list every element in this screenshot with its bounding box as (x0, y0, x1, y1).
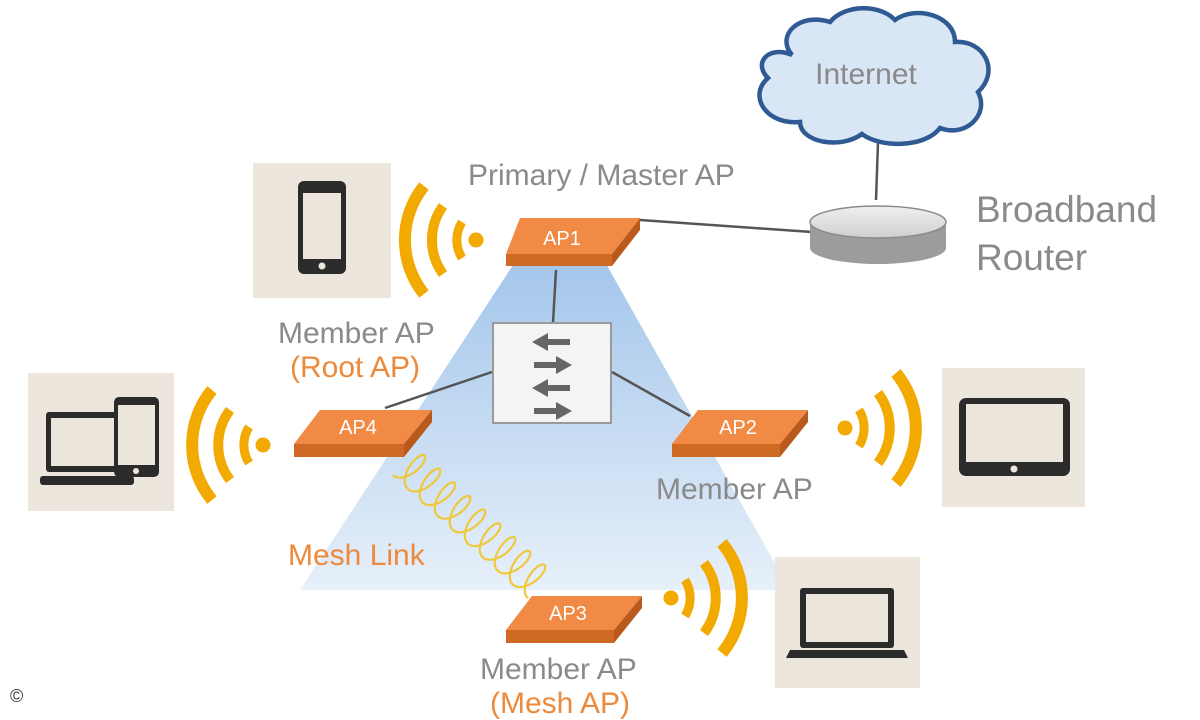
ap3-device: AP3 (506, 596, 642, 643)
internet-label: Internet (815, 58, 917, 91)
tablet-icon (959, 398, 1070, 476)
tablet-device (942, 368, 1085, 507)
ap1-label: AP1 (543, 228, 581, 250)
mesh-member-label: Member AP (480, 653, 637, 686)
mesh-role-label: (Mesh AP) (490, 687, 631, 720)
laptop-icon (786, 588, 908, 658)
laptop-device (775, 557, 920, 688)
root-member-label: Member AP (278, 317, 435, 350)
ap4-device: AP4 (294, 410, 432, 457)
mesh-link-label: Mesh Link (288, 539, 425, 572)
ap4-label: AP4 (339, 417, 377, 439)
switch-icon (492, 322, 612, 424)
laptop-phone-device (28, 373, 174, 511)
ap2-member-label: Member AP (656, 473, 813, 506)
laptop-and-phone-icon (40, 397, 159, 485)
wifi-signal-ap4 (186, 386, 271, 504)
ap2-label: AP2 (719, 417, 757, 439)
router-label: Broadband Router (976, 189, 1158, 278)
mesh-link-coil (392, 453, 547, 600)
broadband-router-icon (809, 205, 947, 264)
smartphone-device (253, 163, 391, 298)
copyright-mark: © (10, 686, 24, 706)
ap1-device: AP1 (506, 218, 640, 266)
root-role-label: (Root AP) (290, 351, 421, 384)
wifi-signal-ap1 (398, 182, 484, 298)
ap2-device: AP2 (672, 410, 808, 457)
wifi-signal-ap2 (837, 369, 922, 487)
primary-ap-label: Primary / Master AP (468, 159, 735, 192)
wired-links (384, 141, 880, 418)
ap3-label: AP3 (549, 603, 587, 625)
internet-cloud-icon (757, 6, 991, 146)
smartphone-icon (298, 181, 346, 274)
coverage-area (300, 262, 790, 590)
wifi-icon (186, 182, 922, 657)
wifi-signal-ap3 (663, 539, 748, 657)
